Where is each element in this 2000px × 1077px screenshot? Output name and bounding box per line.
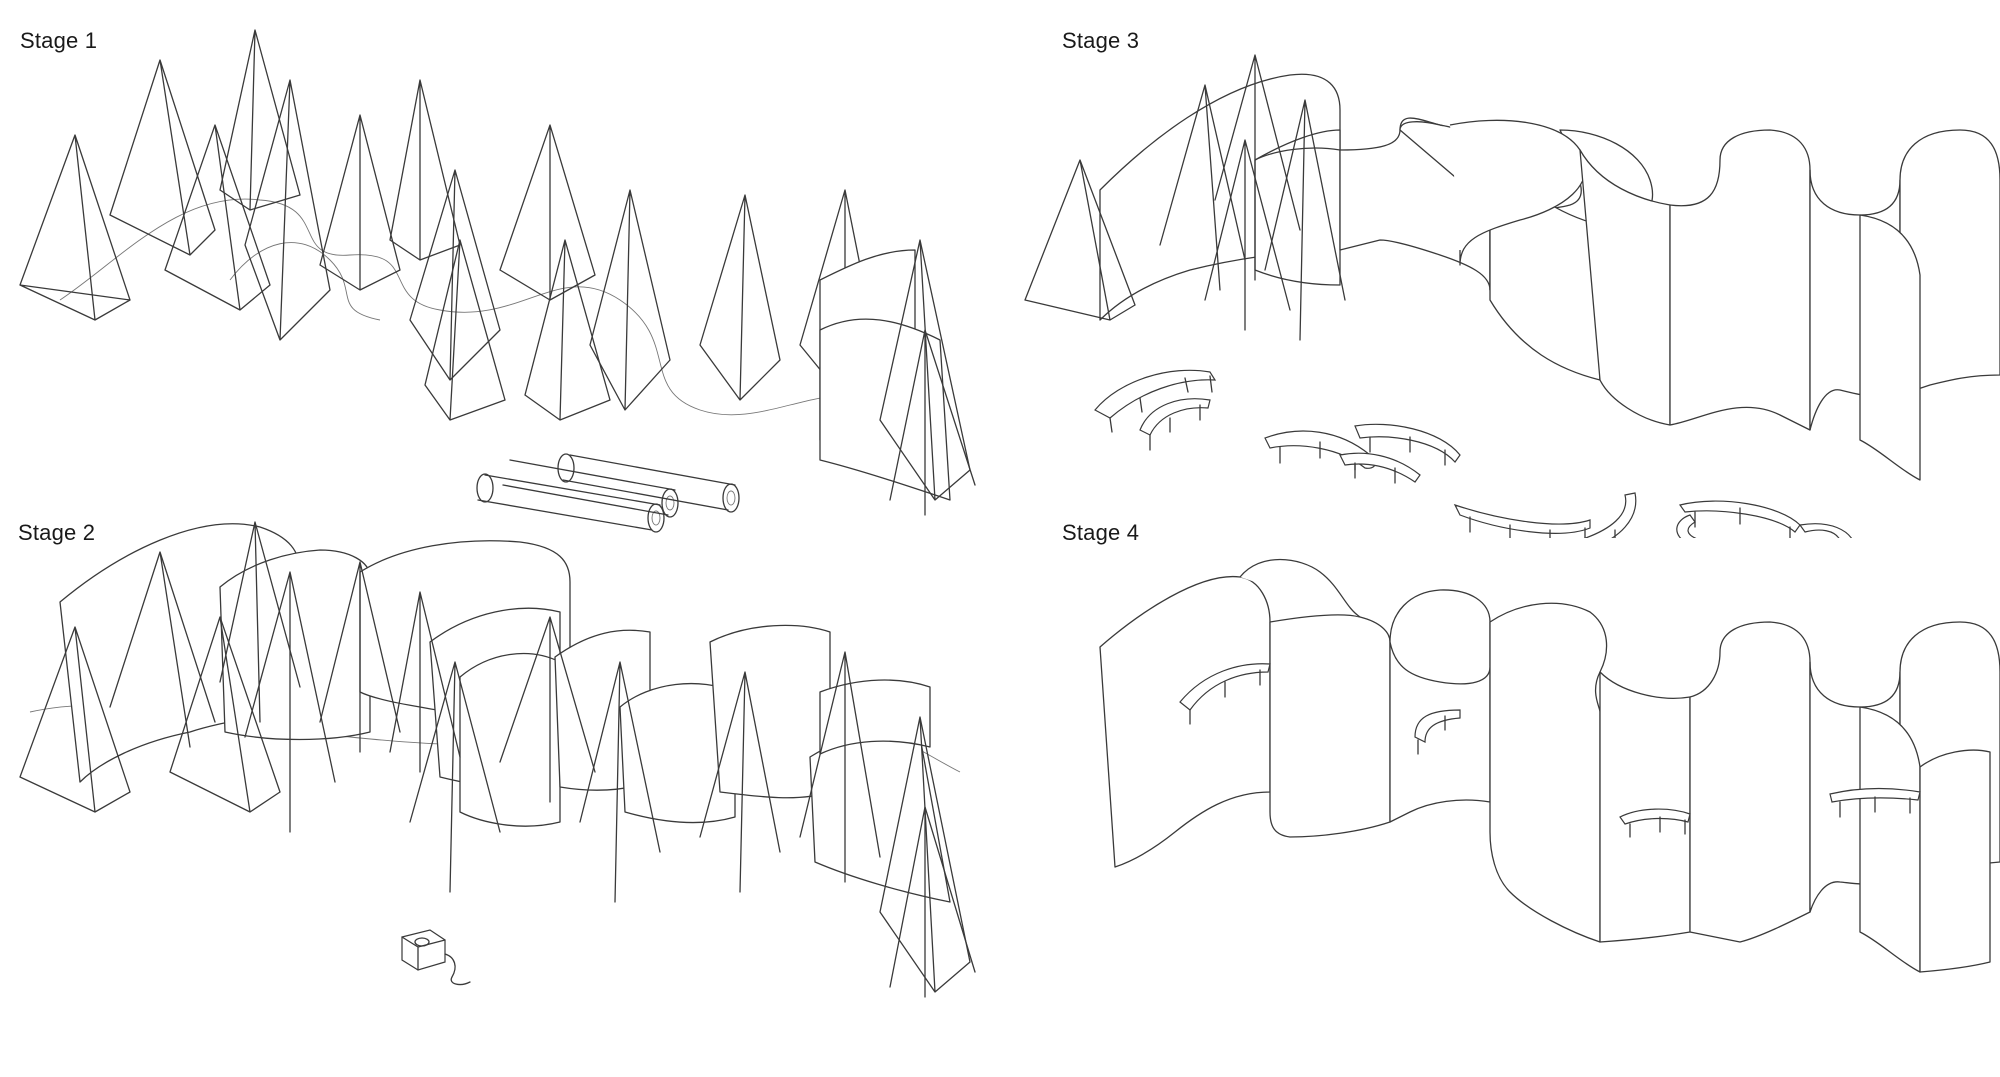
tripod-13 [879,716,971,993]
bench-5 [1339,452,1421,484]
pump-unit [401,929,471,986]
tripod-8 [409,661,501,893]
stage-1-panel: Stage 1 [0,0,1000,538]
stage-4-label: Stage 4 [1062,520,1140,545]
tripod-14 [889,806,976,998]
bench-7 [1583,492,1637,538]
tripod-9 [499,616,596,803]
bench-8 [1678,500,1801,538]
tripod-4 [1204,139,1291,331]
bench-3 [1619,808,1691,838]
tripod-3 [1214,54,1301,281]
tripod-13 [699,194,781,401]
stage-1-drawing [19,29,976,533]
bench-1 [1094,369,1217,433]
stage-3-label: Stage 3 [1062,28,1140,53]
tripod-2 [109,551,216,748]
bench-2 [1414,709,1461,755]
serpentine-wall [1099,558,2000,973]
tripod-1 [1024,159,1136,321]
stage-2-drawing [19,521,976,998]
tripod-4 [219,29,301,211]
bench-4 [1354,423,1461,466]
bench-10 [1798,523,1852,538]
stage-3-drawing [1024,54,2000,538]
tripod-1 [19,626,131,813]
stage-4-panel: Stage 4 [1000,492,2000,1077]
tripod-5 [1264,99,1346,341]
tripod-1 [19,134,131,321]
tripod-16 [889,329,976,516]
tripod-8 [409,169,501,381]
tripod-7 [389,79,461,261]
tripod-4 [169,616,281,813]
tripod-15 [879,239,971,501]
fabric-wall-5 [459,652,561,827]
bench-6 [1453,503,1591,538]
bench-2 [1139,398,1211,451]
stage-3-panel: Stage 3 [1000,0,2000,538]
tripod-10 [499,124,596,301]
tripod-9 [424,239,506,421]
bench-9 [1676,514,1697,538]
tripod-12 [799,651,881,883]
fabric-roll-1 [476,473,665,533]
stage-2-label: Stage 2 [18,520,96,545]
tripod-6 [319,114,401,291]
tripod-5 [244,79,331,341]
bench-3 [1264,430,1377,471]
tripod-2 [109,59,216,256]
tripod-2 [1159,84,1246,291]
stage-4-drawing [1099,558,2000,973]
fabric-roll-3 [557,453,740,513]
stage-1-label: Stage 1 [20,28,98,53]
fabric-wall-10 [819,679,931,755]
tripod-10 [579,661,661,903]
bench-4 [1829,787,1921,818]
bench-1 [1179,663,1271,725]
tripod-12 [589,189,671,411]
tripod-11 [699,671,781,893]
fabric-roll-2 [502,459,679,518]
tripod-5 [244,571,336,833]
ground-path [59,198,881,416]
fabric-wall-1 [1099,73,1341,321]
serpentine-wall [1339,117,2000,481]
stage-2-panel: Stage 2 [0,492,1000,1077]
tripod-11 [524,239,611,421]
tripod-6 [319,561,401,753]
ground-path-secondary [229,242,381,321]
tripod-3 [164,124,271,311]
